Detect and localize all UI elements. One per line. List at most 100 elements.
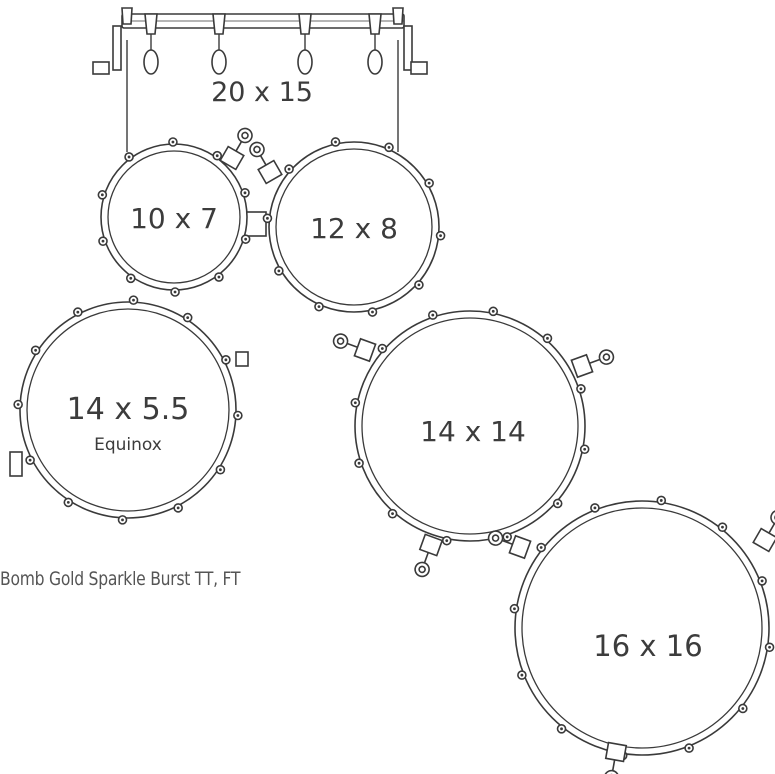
floor-tom-14-lug-dot-7	[353, 401, 357, 405]
tom-10-lug-dot-8	[171, 140, 175, 144]
floor-tom-14-leg-bracket-2-knob-inner	[602, 353, 611, 361]
floor-tom-14-lug-dot-11	[546, 336, 549, 340]
floor-tom-14-leg-bracket-2	[570, 349, 615, 379]
floor-tom-14-lug-dot-12	[579, 387, 583, 391]
floor-tom-16-leg-bracket-1-knob-inner	[491, 534, 500, 542]
floor-tom-14-leg-bracket-3-knob-inner	[418, 565, 426, 574]
tom-10-head	[107, 150, 241, 284]
bass-drum-t-handle-4	[367, 49, 383, 75]
floor-tom-16-leg-bracket-2-stem	[768, 522, 775, 534]
tom-12-lug-dot-3	[371, 310, 374, 314]
snare-14-lug-dot-10	[132, 298, 135, 302]
floor-tom-16-lug-dot-2	[741, 707, 745, 710]
snare-14-lug-dot-12	[224, 358, 228, 362]
bass-drum-spur-bracket-right	[403, 25, 413, 71]
tom-10-mount-bracket-stem	[235, 140, 243, 152]
floor-tom-14-leg-bracket-1	[332, 333, 377, 363]
floor-tom-14-lug-dot-9	[431, 313, 435, 317]
floor-tom-14-head	[361, 317, 579, 535]
floor-tom-16-leg-bracket-2	[752, 509, 775, 553]
tom-10-label: 10 x 7	[130, 202, 218, 235]
floor-tom-16-lug-dot-11	[721, 525, 724, 529]
floor-tom-16-leg-bracket-3	[603, 741, 628, 774]
bass-drum-end-lug-2	[392, 7, 404, 25]
tom-12-head	[275, 148, 433, 306]
snare-14-lug-dot-6	[28, 458, 32, 462]
floor-tom-14-lug-dot-8	[380, 347, 384, 350]
tom-10-mount-bracket	[219, 127, 253, 171]
snare-14-head	[26, 308, 230, 512]
tom-12-mount-bracket-knob-inner	[253, 145, 261, 154]
tom-12-label: 12 x 8	[310, 212, 398, 245]
tom-10-lug-dot-5	[101, 239, 105, 243]
floor-tom-14-leg-bracket-2-body	[570, 353, 594, 379]
tom-12	[262, 137, 446, 317]
floor-tom-16-lug-dot-7	[513, 607, 516, 611]
snare-strainer	[235, 351, 249, 367]
floor-tom-16	[509, 495, 775, 761]
floor-tom-16-lug-dot-12	[760, 579, 764, 583]
tom-12-lug-dot-9	[387, 145, 391, 149]
drum-labels: 20 x 15 10 x 7 12 x 8 14 x 5.5 Equinox 1…	[67, 77, 703, 663]
snare-14-sublabel: Equinox	[94, 435, 162, 455]
tom-10	[97, 137, 251, 297]
snare-14-lug-dot-7	[16, 403, 20, 406]
floor-tom-14	[350, 306, 590, 546]
floor-tom-14-lug-dot-10	[491, 309, 495, 313]
snare-14-lug-dot-1	[236, 414, 240, 417]
snare-butt-plate	[9, 451, 23, 477]
bass-drum-leg-mount-left	[92, 61, 110, 75]
floor-tom-14-lug-dot-3	[505, 535, 509, 539]
tom-12-lug-dot-4	[317, 305, 321, 309]
floor-tom-16-lug-dot-10	[659, 499, 663, 502]
floor-tom-16-lug-dot-1	[768, 645, 771, 649]
drum-hardware	[92, 7, 428, 237]
tom-10-mount-bracket-knob-inner	[241, 131, 249, 140]
floor-tom-14-leg-bracket-3-body	[418, 533, 444, 557]
floor-tom-14-leg-bracket-2-stem	[589, 358, 602, 365]
bass-drum-lug-2	[212, 13, 226, 35]
floor-tom-14-leg-bracket-1-knob-inner	[336, 337, 345, 345]
bass-drum-t-handle-1	[143, 49, 159, 75]
tom-10-lug-dot-10	[243, 191, 247, 195]
tom-10-lug-dot-3	[173, 290, 177, 294]
bass-drum-leg-mount-right	[410, 61, 428, 75]
tom-10-lug-dot-1	[244, 237, 248, 241]
floor-tom-16-leg-bracket-2-knob	[770, 509, 775, 526]
snare-14-lug-dot-8	[34, 348, 38, 352]
floor-tom-16-lug-dot-3	[687, 746, 691, 750]
bass-drum-lug-1	[144, 13, 158, 35]
snare-14-lug-dot-5	[66, 500, 70, 504]
floor-tom-16-label: 16 x 16	[593, 629, 702, 663]
tom-12-mount-bracket-body	[257, 159, 283, 185]
tom-10-lug-dot-4	[129, 276, 133, 280]
tom-10-lug-dot-6	[100, 193, 104, 197]
bass-drum-label: 20 x 15	[211, 77, 313, 108]
drum-shells	[9, 127, 775, 774]
floor-tom-14-lug-dot-2	[556, 502, 560, 505]
snare-14-label: 14 x 5.5	[67, 392, 190, 427]
tom-12-lug-dot-7	[287, 167, 291, 171]
floor-tom-14-lug-dot-1	[583, 447, 587, 451]
floor-tom-16-leg-bracket-1-stem	[500, 539, 513, 546]
tom-10-lug-dot-2	[217, 275, 221, 279]
snare-14-lug-dot-3	[176, 506, 180, 510]
tom-12-lug-dot-2	[417, 283, 421, 287]
snare-14-lug-dot-2	[218, 468, 222, 472]
floor-tom-16-leg-bracket-1	[487, 530, 532, 560]
floor-tom-14-leg-bracket-3-stem	[423, 552, 430, 565]
tom-10-lug-dot-9	[215, 154, 219, 158]
tom-10-lug-dot-7	[127, 155, 131, 159]
bass-drum-lug-4	[368, 13, 382, 35]
floor-tom-14-lug-dot-4	[445, 539, 449, 543]
floor-tom-16-leg-bracket-3-body	[604, 741, 628, 763]
bass-drum-lug-3	[298, 13, 312, 35]
tom-12-lug-dot-10	[427, 181, 431, 185]
tom-12-lug-dot-6	[266, 216, 269, 220]
floor-tom-16-leg-bracket-3-knob	[603, 769, 620, 774]
bass-drum-t-handle-2	[211, 49, 227, 75]
tom-12-mount-bracket-stem	[259, 154, 267, 166]
tom-12-mount-bracket	[249, 141, 283, 185]
floor-tom-14-lug-dot-5	[391, 512, 394, 516]
